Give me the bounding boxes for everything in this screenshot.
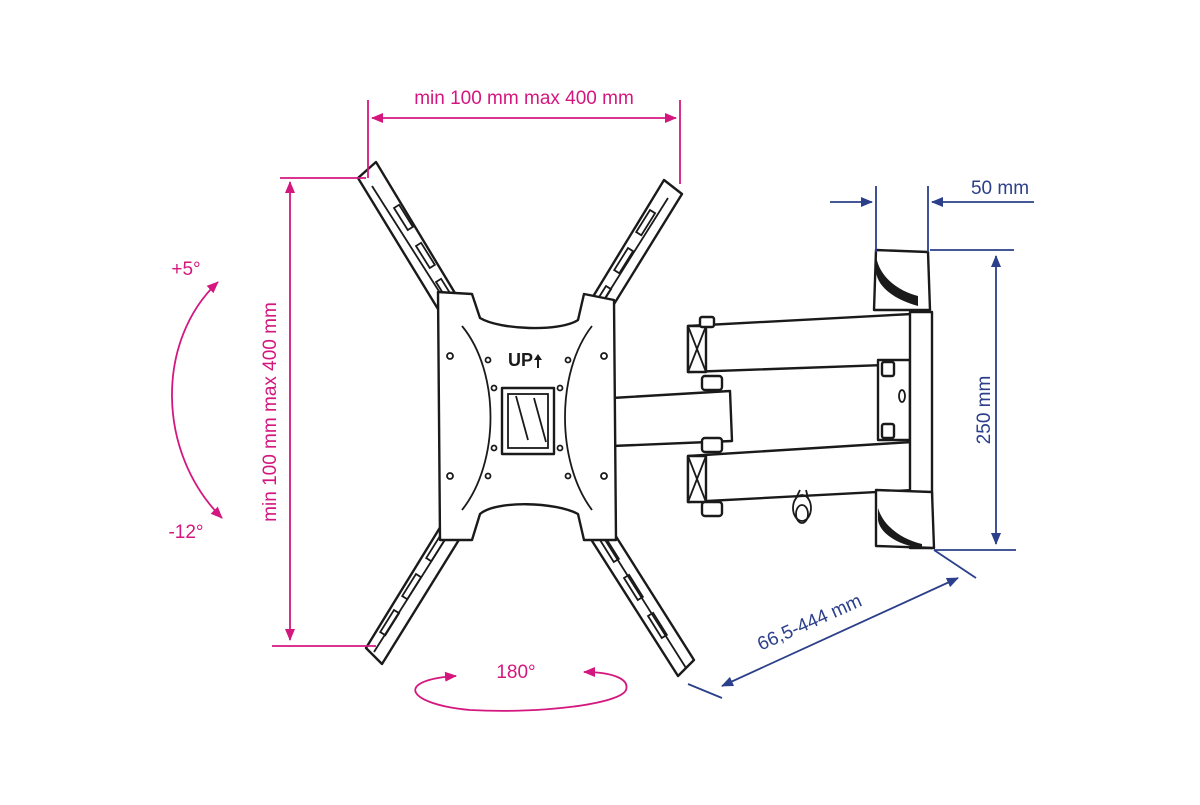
vesa-bracket-arms	[356, 160, 696, 678]
tilt-up-label: +5°	[171, 259, 200, 280]
up-arrow-icon	[534, 354, 542, 368]
up-mark-text: UP	[508, 350, 533, 370]
vesa-width-label: min 100 mm max 400 mm	[414, 88, 634, 109]
wall-plate-depth-label: 50 mm	[971, 178, 1029, 199]
swivel-label: 180°	[496, 662, 535, 683]
extension-dimension: 66,5-444 mm	[687, 549, 977, 699]
swivel-dimension: 180°	[414, 662, 628, 712]
wall-plate-height-label: 250 mm	[974, 376, 995, 445]
vesa-height-dimension: min 100 mm max 400 mm	[260, 177, 376, 647]
up-mark: UP	[508, 350, 542, 370]
tilt-dimension: +5° -12°	[168, 259, 223, 543]
vesa-width-dimension: min 100 mm max 400 mm	[367, 88, 681, 184]
tv-mounting-plate	[436, 290, 618, 542]
articulating-arm	[610, 248, 936, 550]
wall-plate-depth-dimension: 50 mm	[830, 178, 1034, 252]
vesa-height-label: min 100 mm max 400 mm	[260, 302, 281, 522]
tilt-down-label: -12°	[168, 522, 203, 543]
wall-plate-height-dimension: 250 mm	[930, 249, 1016, 551]
